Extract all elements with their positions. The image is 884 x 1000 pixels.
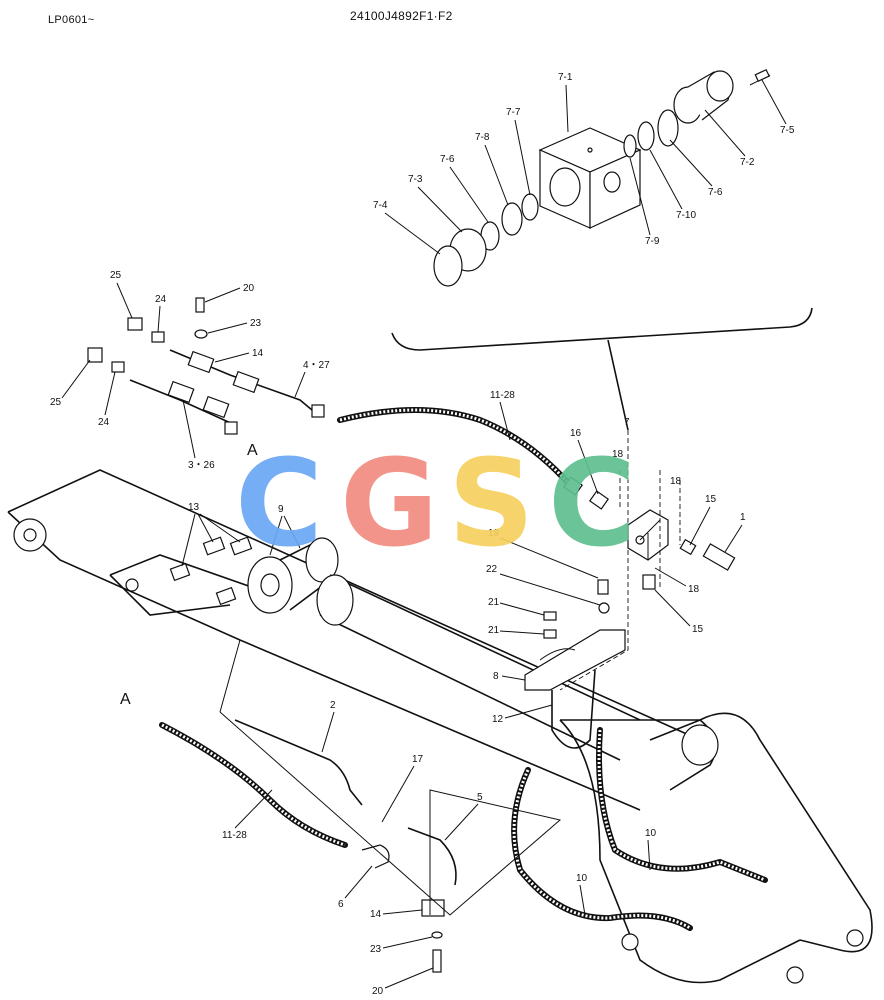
bolt-20-lower bbox=[432, 949, 442, 973]
hydraulic-cylinder bbox=[247, 537, 719, 791]
callout-5: 5 bbox=[477, 792, 483, 803]
callout-3-26: 3・26 bbox=[188, 460, 215, 471]
callout-23-upper: 23 bbox=[250, 318, 262, 329]
callout-7: 7 bbox=[624, 417, 630, 428]
callout-10-lower: 10 bbox=[576, 873, 588, 884]
callout-15-right: 15 bbox=[705, 494, 717, 505]
callout-7-2: 7-2 bbox=[740, 157, 755, 168]
callout-A-upper: A bbox=[247, 442, 258, 459]
callout-18-b: 18 bbox=[670, 476, 682, 487]
callout-20-lower: 20 bbox=[372, 986, 384, 997]
callout-15-lower: 15 bbox=[692, 624, 704, 635]
callout-18-c: 18 bbox=[688, 584, 700, 595]
callout-18-a: 18 bbox=[612, 449, 624, 460]
hose-lower-right bbox=[596, 727, 768, 883]
callout-21-b: 21 bbox=[488, 625, 500, 636]
callout-2: 2 bbox=[330, 700, 336, 711]
detail-leader bbox=[607, 339, 629, 431]
callout-14-lower: 14 bbox=[370, 909, 382, 920]
pipe-2 bbox=[234, 719, 363, 806]
callout-7-7: 7-7 bbox=[506, 107, 521, 118]
hose-fitting bbox=[562, 476, 584, 496]
callout-10-upper: 10 bbox=[645, 828, 657, 839]
callout-25-lower: 25 bbox=[50, 397, 62, 408]
boom-arm bbox=[7, 469, 873, 984]
hose-fitting bbox=[588, 490, 610, 510]
hose-lower-mid bbox=[511, 767, 693, 931]
callout-20-upper: 20 bbox=[243, 283, 255, 294]
valve-assembly bbox=[627, 509, 736, 590]
callout-7-8: 7-8 bbox=[475, 132, 490, 143]
o-ring bbox=[623, 134, 637, 158]
callout-11-28-upper: 11-28 bbox=[490, 390, 515, 401]
callout-7-1: 7-1 bbox=[558, 72, 573, 83]
o-ring bbox=[521, 193, 539, 221]
drawing-number-label: 24100J4892F1·F2 bbox=[350, 9, 453, 23]
watermark: C G S C bbox=[235, 435, 636, 574]
elbow-fitting bbox=[361, 844, 390, 869]
pipe-5 bbox=[407, 827, 457, 886]
callout-A-lower: A bbox=[120, 691, 131, 708]
o-ring bbox=[501, 202, 523, 236]
callout-24-upper: 24 bbox=[155, 294, 167, 305]
callout-7-4: 7-4 bbox=[373, 200, 388, 211]
dashed-leaders bbox=[559, 430, 681, 691]
clamp-set bbox=[169, 536, 253, 606]
callout-9: 9 bbox=[278, 504, 284, 515]
callout-1: 1 bbox=[740, 512, 746, 523]
callout-16-upper: 16 bbox=[570, 428, 582, 439]
valve-block bbox=[538, 127, 642, 229]
u-bolt bbox=[551, 669, 596, 749]
washer-23-lower bbox=[431, 931, 443, 939]
callout-12: 12 bbox=[492, 714, 504, 725]
watermark-letter: S bbox=[448, 435, 534, 574]
o-ring bbox=[657, 109, 679, 147]
pipe-assembly-upper bbox=[87, 297, 325, 435]
callout-7-6-left: 7-6 bbox=[440, 154, 455, 165]
callout-17: 17 bbox=[412, 754, 424, 765]
callout-7-3: 7-3 bbox=[408, 174, 423, 185]
callout-4-27: 4・27 bbox=[303, 360, 330, 371]
callout-14-upper: 14 bbox=[252, 348, 264, 359]
bracket-part bbox=[524, 579, 626, 691]
flange-part bbox=[673, 68, 771, 124]
callout-7-6-right: 7-6 bbox=[708, 187, 723, 198]
callout-7-9: 7-9 bbox=[645, 236, 660, 247]
callout-21-a: 21 bbox=[488, 597, 500, 608]
callout-7-10: 7-10 bbox=[676, 210, 696, 221]
o-ring bbox=[637, 121, 655, 151]
watermark-letter: C bbox=[548, 435, 636, 574]
watermark-letter: C bbox=[235, 435, 323, 574]
clamp-14-lower bbox=[421, 899, 445, 917]
callout-23-lower: 23 bbox=[370, 944, 382, 955]
callout-7-5: 7-5 bbox=[780, 125, 795, 136]
watermark-letter: G bbox=[340, 435, 439, 574]
callout-8: 8 bbox=[493, 671, 499, 682]
left-code-label: LP0601~ bbox=[48, 14, 95, 26]
callout-24-lower: 24 bbox=[98, 417, 110, 428]
sub-outline bbox=[219, 639, 562, 916]
callout-19: 19 bbox=[488, 528, 500, 539]
callout-11-28-lower: 11-28 bbox=[222, 830, 247, 841]
snap-ring bbox=[433, 245, 463, 287]
callout-13: 13 bbox=[188, 502, 200, 513]
callout-6: 6 bbox=[338, 899, 344, 910]
callout-labels: 7-1 7-7 7-8 7-6 7-3 7-4 7-5 7-2 7-6 7-10… bbox=[50, 72, 795, 997]
detail-bracket bbox=[391, 307, 813, 351]
callout-25-upper: 25 bbox=[110, 270, 122, 281]
callout-22: 22 bbox=[486, 564, 498, 575]
